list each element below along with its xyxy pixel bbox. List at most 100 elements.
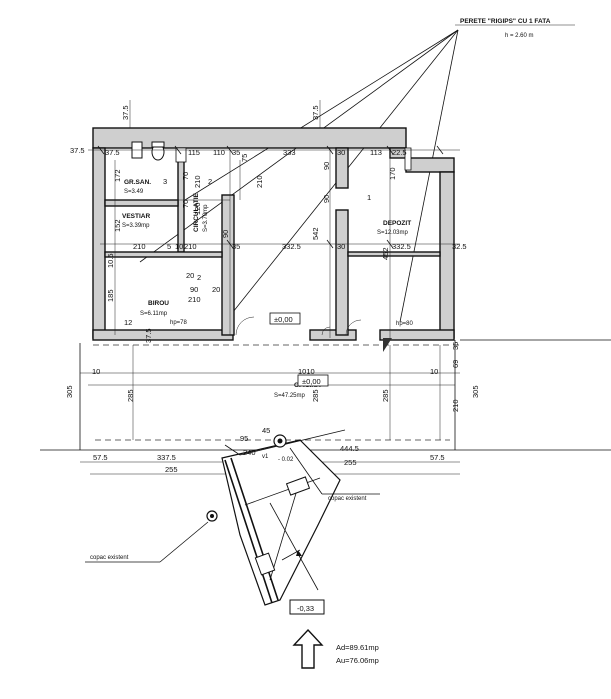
- window-note: hp=80: [396, 321, 414, 327]
- room-vestiar-area: S=3.39mp: [122, 223, 150, 229]
- dim-bottom-3: 57.5: [430, 453, 445, 462]
- dim-right-210: 210: [451, 399, 460, 412]
- dim-mid-210: 210: [188, 295, 201, 304]
- room-circulatie-number: 2: [208, 177, 212, 186]
- terr-4445: 444.5: [340, 444, 359, 453]
- dim-5-2: 210: [184, 242, 197, 251]
- room-birou-number: 2: [197, 273, 201, 282]
- level-outer: ±0,00: [302, 377, 321, 386]
- level-terrace: -0,33: [297, 604, 314, 613]
- dim-top-0: 37.5: [105, 148, 120, 157]
- entrance-arrow-icon: [292, 628, 324, 669]
- dim-right-35: 35: [451, 342, 460, 350]
- dim-top-1: 115: [188, 148, 200, 157]
- tree-1-core: [277, 438, 283, 444]
- dim-mid-90: 90: [190, 285, 198, 294]
- area-au: Au=76.06mp: [336, 656, 379, 665]
- room-depozit-area: S=12.03mp: [377, 230, 409, 236]
- dim-vert-top-1: 37.5: [121, 105, 130, 120]
- room-gr-san-area: S=3.49: [124, 189, 144, 195]
- level-outer-box: [297, 374, 329, 387]
- dim-1010: 1010: [298, 367, 315, 376]
- room-birou-extra: hp=78: [170, 320, 188, 326]
- dim-bottom-1: 337.5: [157, 453, 176, 462]
- dim-birou-12: 12: [124, 318, 132, 327]
- dim-mid-285a: 285: [381, 389, 390, 402]
- dim-v-4: 90: [322, 162, 331, 170]
- interior-walls: [104, 141, 441, 336]
- dim-bottom-2: 255: [344, 458, 357, 467]
- level-terrace-box: [289, 599, 325, 615]
- dim-v-5: 90: [322, 195, 331, 203]
- dim-top-4: 75: [240, 154, 249, 162]
- exterior-walls: [92, 127, 455, 341]
- dim-top-8: 22.5: [392, 148, 407, 157]
- dim-top-7: 113: [370, 148, 382, 157]
- dim-left-305: 305: [65, 385, 74, 398]
- terrace-ramp: [221, 429, 346, 606]
- room-gr-san-name: GR.SAN.: [124, 179, 151, 186]
- level-inner: ±0,00: [274, 315, 293, 324]
- dim-v-16: 20: [212, 285, 220, 294]
- terr-240: 240: [243, 448, 256, 457]
- dim-v-11: 185: [106, 289, 115, 302]
- dim-birou-37: 37.5: [144, 328, 153, 343]
- door-swing-2: [345, 319, 362, 336]
- dim-210-0: 210: [133, 242, 146, 251]
- room-depozit-name: DEPOZIT: [383, 220, 411, 227]
- dim-v-10: 170: [388, 167, 397, 180]
- dim-210-5: 32.5: [452, 242, 467, 251]
- dim-5-1: 10: [175, 242, 183, 251]
- dim-right-69: 69: [451, 360, 460, 368]
- dim-v-0: 172: [113, 169, 122, 182]
- door-swing-3: [321, 326, 331, 336]
- dim-top-2: 110: [213, 148, 225, 157]
- note-title: PERETE "RIGIPS" CU 1 FATA: [460, 18, 551, 25]
- dim-v-9: 120: [193, 202, 202, 215]
- dim-210-3: 30: [337, 242, 345, 251]
- terr-95: 95: [240, 434, 248, 443]
- dim-210-4: 332.5: [392, 242, 411, 251]
- tree-1-leader: [289, 447, 323, 495]
- dim-v-1: 70: [181, 172, 190, 180]
- dim-left-top: 37.5: [70, 146, 85, 155]
- dim-v-12: 10.5: [106, 253, 115, 268]
- leader-line-4: [184, 29, 459, 201]
- dim-right-305: 305: [471, 385, 480, 398]
- dim-top-3: 35: [232, 148, 240, 157]
- terr-v1: v1: [262, 454, 269, 460]
- room-gr-san-number: 3: [163, 177, 167, 186]
- dim-v-15: 20: [186, 271, 194, 280]
- terr-45: 45: [262, 426, 270, 435]
- area-ad: Ad=89.61mp: [336, 643, 379, 652]
- dim-v-8: 210: [255, 175, 264, 188]
- dim-top-6: 30: [337, 148, 345, 157]
- room-circulatie-area: S=3.70mp: [203, 204, 209, 232]
- dim-v-7: 452: [381, 247, 390, 260]
- room-birou-name: BIROU: [148, 300, 169, 307]
- dim-bottom-0: 57.5: [93, 453, 108, 462]
- dim-v-13: 152: [113, 219, 122, 232]
- tree-1-label: copac existent: [328, 496, 367, 502]
- room-birou-area: S=6.11mp: [140, 311, 168, 317]
- room-oficina-area: S=47.25mp: [274, 393, 306, 399]
- level-inner-box: [269, 312, 301, 325]
- dim-210-1: 35: [232, 242, 240, 251]
- dim-v-6: 542: [311, 227, 320, 240]
- dim-mid-285b: 285: [311, 389, 320, 402]
- dim-bottom-255: 255: [165, 465, 178, 474]
- terr-002: - 0.02: [278, 457, 294, 463]
- note-height: h = 2.60 m: [505, 33, 534, 39]
- dim-lower-10b: 10: [430, 367, 438, 376]
- dim-top-5: 333: [283, 148, 296, 157]
- room-depozit-number: 1: [367, 193, 371, 202]
- tree-2-core: [210, 514, 214, 518]
- leader-line-3: [399, 29, 459, 323]
- door-swing-1: [235, 316, 255, 336]
- dim-5-0: 5: [167, 242, 171, 251]
- dim-v-3: 70: [181, 200, 190, 208]
- dim-lower-10a: 10: [92, 367, 100, 376]
- dim-210-2: 332.5: [282, 242, 301, 251]
- dim-v-14: 90: [221, 230, 230, 238]
